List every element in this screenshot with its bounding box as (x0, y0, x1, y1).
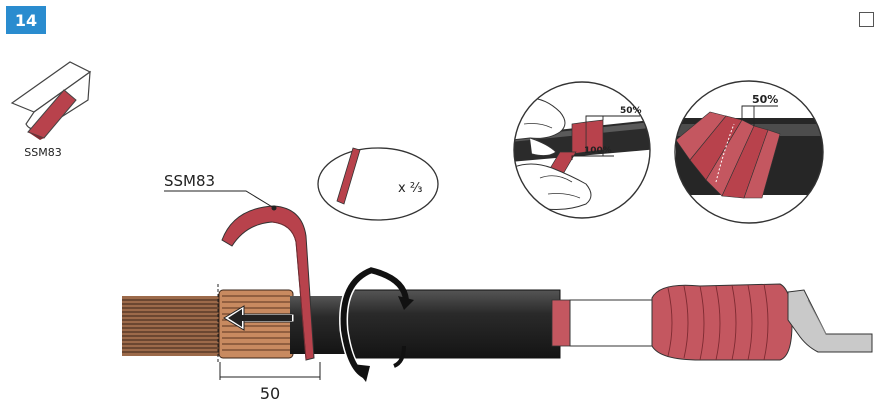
overlap-50-label-1: 50% (620, 106, 642, 116)
tape-roll-icon (10, 61, 92, 140)
cable-assembly (122, 283, 873, 364)
step-done-checkbox[interactable] (859, 12, 874, 27)
copper-screen-wires (217, 284, 294, 364)
overlap-50-label-2: 50% (752, 93, 778, 106)
tape-code-small: SSM83 (24, 146, 61, 159)
overlap-100-label: 100% (584, 146, 612, 156)
step-number-badge: 14 (6, 6, 46, 34)
tape-code-large: SSM83 (164, 172, 215, 190)
push-direction-arrow-icon (223, 305, 295, 331)
wrapped-tape-section (651, 283, 793, 361)
strip-count-label: x ⅔ (398, 181, 422, 196)
dimension-marker (219, 362, 321, 380)
strip-count-callout: x ⅔ (317, 147, 439, 221)
rotation-arrow-icon (339, 265, 414, 382)
dimension-label: 50 (260, 384, 280, 403)
tape-ribbon (221, 205, 315, 361)
overlap-detail-wrapped: 50% (674, 80, 824, 224)
conductor-strands (122, 296, 222, 356)
overlap-detail-hands: 50% 100% (513, 81, 651, 219)
tape-strip-sample (336, 147, 361, 205)
cable-lug (787, 289, 873, 353)
